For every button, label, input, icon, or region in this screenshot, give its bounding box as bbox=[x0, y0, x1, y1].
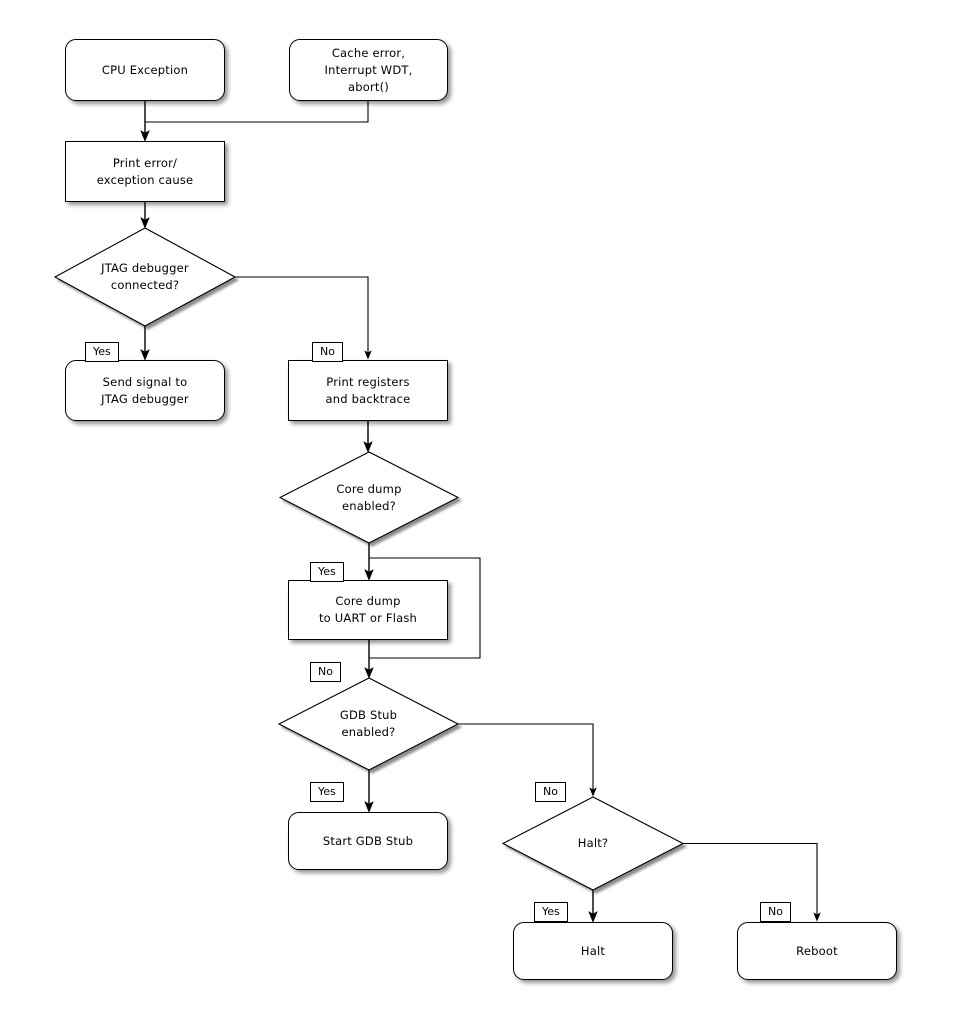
node-reboot[interactable]: Reboot bbox=[737, 922, 897, 980]
node-cpu-exception[interactable]: CPU Exception bbox=[65, 39, 225, 101]
node-cache-error[interactable]: Cache error, Interrupt WDT, abort() bbox=[289, 39, 448, 101]
edge-label-gdbstub-no: No bbox=[535, 782, 566, 802]
node-cache-error-label: Cache error, Interrupt WDT, abort() bbox=[324, 45, 413, 94]
node-print-error[interactable]: Print error/ exception cause bbox=[65, 141, 225, 202]
edge-label-gdbstub-yes: Yes bbox=[310, 782, 344, 802]
node-start-gdbstub-label: Start GDB Stub bbox=[322, 833, 414, 848]
node-coredump-write[interactable]: Core dump to UART or Flash bbox=[288, 580, 448, 640]
node-gdbstub-decision-label: GDB Stub enabled? bbox=[339, 708, 398, 739]
node-halt-decision[interactable]: Halt? bbox=[503, 797, 683, 890]
edge-label-halt-no: No bbox=[760, 902, 791, 922]
edge-label-jtag-yes: Yes bbox=[85, 342, 119, 362]
node-gdbstub-decision[interactable]: GDB Stub enabled? bbox=[279, 678, 458, 770]
edge-halt-no-to-reboot bbox=[683, 842, 821, 922]
node-coredump-decision-label: Core dump enabled? bbox=[336, 481, 402, 513]
node-halt[interactable]: Halt bbox=[513, 922, 673, 980]
node-coredump-write-label: Core dump to UART or Flash bbox=[318, 594, 418, 625]
edge-jtag-no-to-print-registers bbox=[235, 276, 372, 360]
node-jtag-decision[interactable]: JTAG debugger connected? bbox=[55, 228, 235, 326]
node-coredump-decision[interactable]: Core dump enabled? bbox=[280, 452, 458, 543]
edge-label-coredump-no: No bbox=[310, 662, 341, 682]
node-halt-decision-label: Halt? bbox=[577, 836, 609, 850]
edge-coredump-no-bypass bbox=[369, 557, 481, 659]
node-start-gdbstub[interactable]: Start GDB Stub bbox=[288, 812, 448, 870]
edge-label-halt-yes: Yes bbox=[534, 902, 568, 922]
edge-gdbstub-no-to-halt-decision bbox=[458, 723, 597, 797]
node-print-registers-label: Print registers and backtrace bbox=[325, 374, 411, 406]
edge-cache-error-to-print-error bbox=[145, 101, 369, 123]
node-cpu-exception-label: CPU Exception bbox=[101, 62, 189, 77]
node-reboot-label: Reboot bbox=[796, 943, 838, 958]
node-jtag-decision-label: JTAG debugger connected? bbox=[101, 261, 189, 292]
node-print-error-label: Print error/ exception cause bbox=[96, 155, 194, 187]
node-send-signal-label: Send signal to JTAG debugger bbox=[101, 374, 189, 406]
node-halt-label: Halt bbox=[580, 943, 606, 958]
node-print-registers[interactable]: Print registers and backtrace bbox=[288, 360, 448, 421]
edge-label-jtag-no: No bbox=[312, 342, 343, 362]
node-send-signal[interactable]: Send signal to JTAG debugger bbox=[65, 360, 225, 421]
edge-label-coredump-yes: Yes bbox=[310, 562, 344, 582]
